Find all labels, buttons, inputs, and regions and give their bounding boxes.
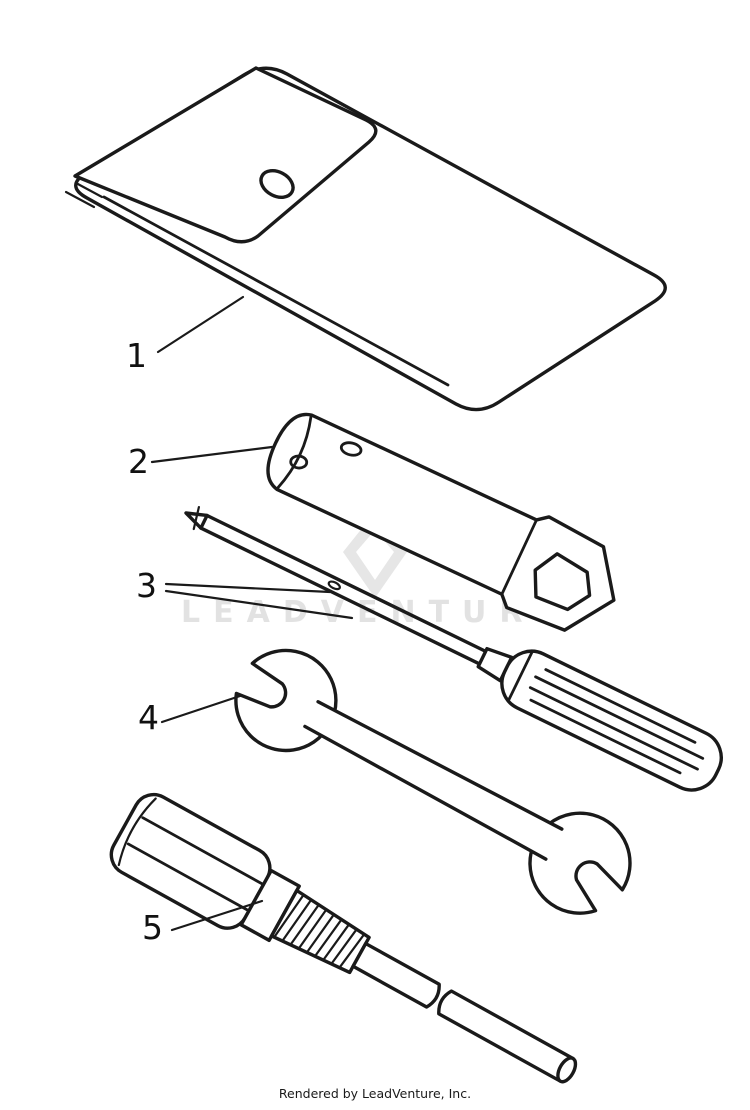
tool-pouch-drawing [64,66,667,412]
plug-wrench-handle-drawing [109,792,578,1084]
callout-3-label: 3 [136,566,157,605]
rod-end-cap [556,1056,578,1084]
screwdriver-shaft [199,513,488,666]
callout-1: 1 [126,295,245,375]
open-end-wrench-drawing [234,648,632,915]
callout-2-label: 2 [128,442,149,481]
wrench-shaft-edges [303,700,564,861]
hex-handle-facets [126,816,264,912]
callout-1-label: 1 [126,336,147,375]
spark-plug-socket-drawing [266,412,616,632]
screwdriver-handle [500,649,723,792]
rod-segment-2 [437,989,575,1083]
socket-body [266,412,616,632]
thread-coils [273,894,365,968]
socket-neck-line [500,518,538,596]
callout-2: 2 [128,442,274,481]
wrench-jaw-upper [234,648,338,753]
watermark-text: LEADVENTURE [181,595,569,630]
callout-5: 5 [142,899,264,947]
footer-credit: Rendered by LeadVenture, Inc. [279,1086,471,1101]
tommy-bar-hole-2 [289,454,309,470]
handle-collar-line [507,650,534,702]
callout-2-leader [150,445,274,464]
hex-handle-end-curve [117,797,157,867]
handle-flutes [528,668,705,775]
tommy-bar-hole-1 [339,441,363,457]
callout-3: 3 [136,566,354,620]
callout-5-label: 5 [142,908,163,947]
socket-hex-opening [533,552,592,612]
rod-segment-1 [351,941,441,1009]
pouch-opening-edge [102,195,450,387]
callout-3-leaders [164,582,354,620]
pouch-flap [73,66,378,244]
callout-4-label: 4 [138,698,159,737]
screwdriver-drawing [184,505,723,792]
wrench-shaft-fill [304,701,562,860]
screwdriver-tip-flute [192,505,201,531]
pouch-fold-marks [64,181,104,209]
pouch-body [74,66,667,412]
shaft-detail-hole [327,580,341,591]
snap-button [259,169,295,199]
callout-4: 4 [138,694,242,737]
thread-envelope [269,888,371,975]
callout-4-leader [160,694,242,724]
callout-5-leader [170,899,264,932]
callout-1-leader [156,295,245,354]
